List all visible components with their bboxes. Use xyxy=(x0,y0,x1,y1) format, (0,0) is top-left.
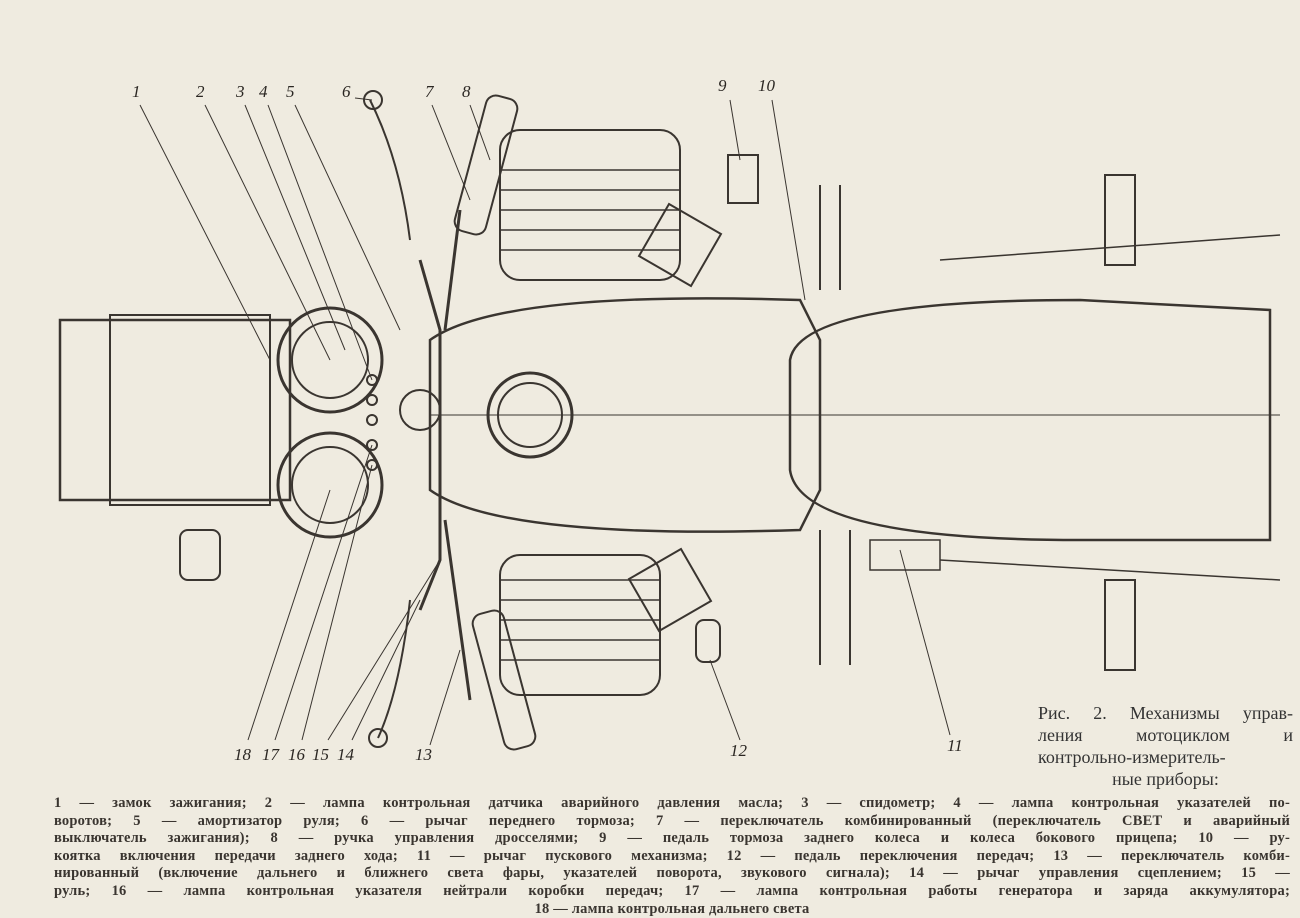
callout-6: 6 xyxy=(342,82,351,101)
instrument-gauges xyxy=(276,306,441,539)
figure-legend: 1 — замок зажигания; 2 — лампа контрольн… xyxy=(54,795,1290,918)
legend-line: коятка включения передачи заднего хода; … xyxy=(54,847,1290,864)
callout-17: 17 xyxy=(262,745,279,764)
callout-4: 4 xyxy=(259,82,268,101)
figure-title: Рис. 2. Механизмы управ- ления мотоцикло… xyxy=(1038,702,1293,790)
callout-10: 10 xyxy=(758,76,775,95)
callout-5: 5 xyxy=(286,82,295,101)
callout-18: 18 xyxy=(234,745,251,764)
engine-cylinders xyxy=(499,129,723,696)
figure-title-line: Рис. 2. Механизмы управ- xyxy=(1038,703,1293,723)
callout-7: 7 xyxy=(425,82,434,101)
figure-title-line: ления мотоциклом и xyxy=(1038,725,1293,745)
callout-12: 12 xyxy=(730,741,747,760)
figure-title-line: ные приборы: xyxy=(1112,769,1219,789)
seat-and-frame xyxy=(695,154,1281,671)
handlebar xyxy=(363,90,537,751)
callout-2: 2 xyxy=(196,82,205,101)
legend-line: 1 — замок зажигания; 2 — лампа контрольн… xyxy=(54,795,1290,811)
motorcycle-controls-drawing xyxy=(58,90,1281,751)
callout-14: 14 xyxy=(337,745,354,764)
legend-line: воротов; 5 — амортизатор руля; 6 — рычаг… xyxy=(54,812,1290,829)
callout-1: 1 xyxy=(132,82,141,101)
fuel-tank xyxy=(428,297,1280,533)
legend-line: 18 — лампа контрольная дальнего света xyxy=(534,900,810,917)
callout-13: 13 xyxy=(415,745,432,764)
callout-11: 11 xyxy=(947,736,963,755)
legend-line: нированный (включение дальнего и ближнег… xyxy=(54,865,1290,882)
callout-15: 15 xyxy=(312,745,329,764)
callout-3: 3 xyxy=(236,82,245,101)
figure-title-line: контрольно-измеритель- xyxy=(1038,747,1226,767)
legend-line: выключатель зажигания); 8 — ручка управл… xyxy=(54,830,1290,847)
headlight-fork xyxy=(58,314,292,581)
callout-8: 8 xyxy=(462,82,471,101)
callout-16: 16 xyxy=(288,745,305,764)
legend-line: руль; 16 — лампа контрольная указателя н… xyxy=(54,882,1290,899)
leader-lines xyxy=(139,97,951,746)
callout-9: 9 xyxy=(718,76,727,95)
